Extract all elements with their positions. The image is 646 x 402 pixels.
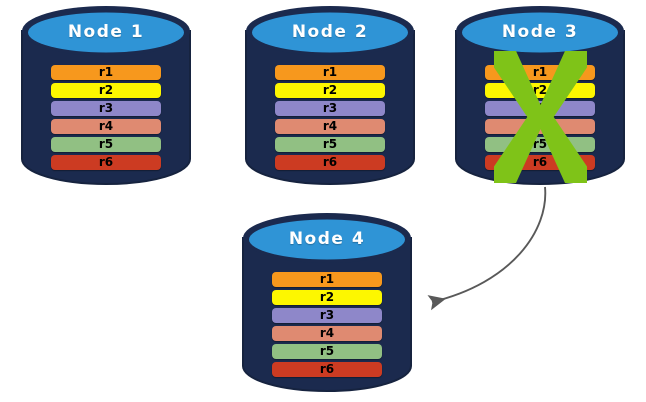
data-replica-row[interactable]: r2 bbox=[272, 290, 382, 305]
data-replica-row[interactable]: r4 bbox=[275, 119, 385, 134]
data-replica-row[interactable]: r1 bbox=[51, 65, 161, 80]
data-replica-row[interactable]: r5 bbox=[275, 137, 385, 152]
data-replica-row[interactable]: r2 bbox=[275, 83, 385, 98]
data-replica-row[interactable]: r6 bbox=[272, 362, 382, 377]
data-replica-row[interactable]: r3 bbox=[272, 308, 382, 323]
data-replica-row[interactable]: r5 bbox=[272, 344, 382, 359]
data-replica-row[interactable]: r4 bbox=[51, 119, 161, 134]
cylinder-top-surface bbox=[28, 12, 184, 53]
data-replica-row[interactable]: r5 bbox=[485, 137, 595, 152]
data-replica-row[interactable]: r6 bbox=[485, 155, 595, 170]
data-replica-row[interactable]: r3 bbox=[51, 101, 161, 116]
cylinder-top-surface bbox=[252, 12, 408, 53]
data-replica-row[interactable]: r1 bbox=[485, 65, 595, 80]
cylinder-top-surface bbox=[462, 12, 618, 53]
data-replica-row[interactable]: r5 bbox=[51, 137, 161, 152]
data-replica-row[interactable]: r1 bbox=[272, 272, 382, 287]
data-replica-row[interactable]: r1 bbox=[275, 65, 385, 80]
data-replica-row[interactable]: r4 bbox=[272, 326, 382, 341]
data-replica-row[interactable]: r3 bbox=[275, 101, 385, 116]
data-replica-row[interactable]: r2 bbox=[51, 83, 161, 98]
data-replica-row[interactable]: r3 bbox=[485, 101, 595, 116]
cylinder-top-surface bbox=[249, 219, 405, 260]
data-replica-row[interactable]: r6 bbox=[275, 155, 385, 170]
arrow-line bbox=[427, 186, 547, 311]
data-replica-row[interactable]: r2 bbox=[485, 83, 595, 98]
data-replica-row[interactable]: r4 bbox=[485, 119, 595, 134]
data-replica-row[interactable]: r6 bbox=[51, 155, 161, 170]
